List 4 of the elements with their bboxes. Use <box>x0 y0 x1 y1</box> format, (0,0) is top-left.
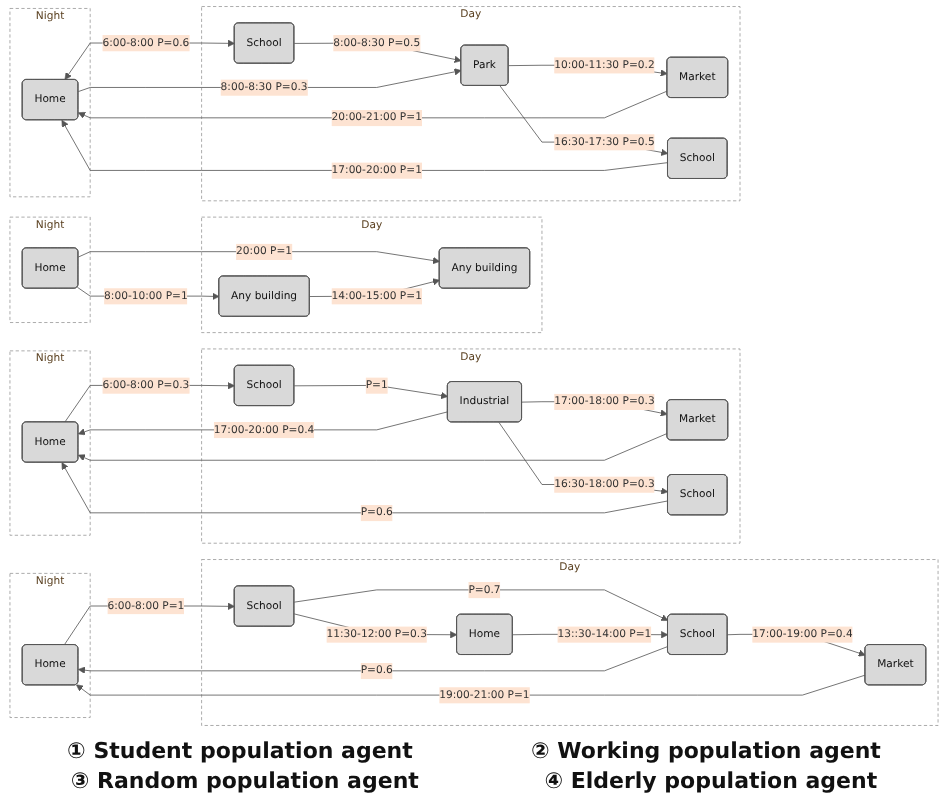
panel-caption: ① Student population agent <box>65 736 415 766</box>
panel-caption: ④ Elderly population agent <box>542 766 880 796</box>
panel-caption: ② Working population agent <box>529 736 883 766</box>
panel-caption: ③ Random population agent <box>68 766 421 796</box>
